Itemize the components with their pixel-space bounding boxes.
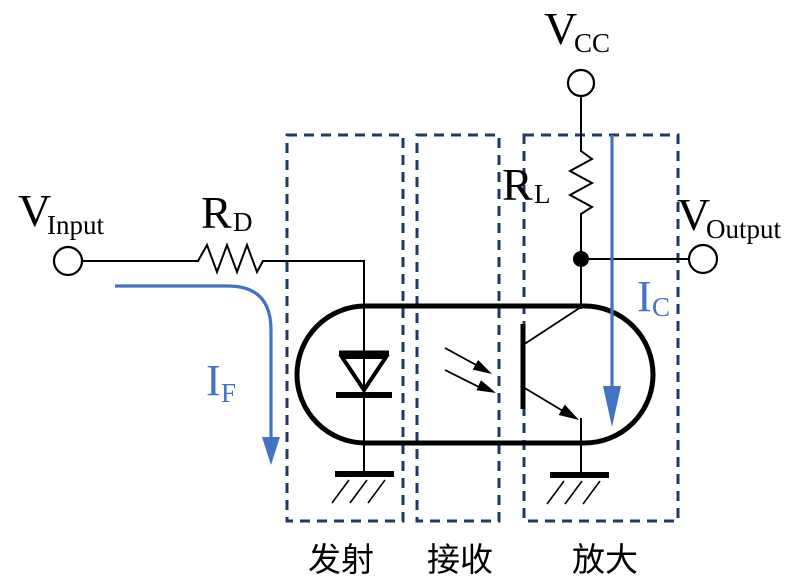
junction-dot	[573, 251, 589, 267]
rl-label: RL	[502, 159, 551, 210]
ic-current-label: IC	[637, 272, 670, 322]
light-arrow-2-shaft	[444, 369, 482, 389]
if-current-arrow-path	[115, 284, 273, 440]
output-terminal	[687, 243, 719, 275]
phototransistor-collector	[522, 306, 582, 346]
light-arrow-1-shaft	[444, 347, 479, 367]
ground-hatch	[582, 480, 601, 505]
phototransistor-emitter-arrow	[558, 404, 579, 420]
emit-stage-label: 发射	[308, 541, 374, 578]
if-current-label: IF	[206, 356, 236, 408]
ground-hatch	[564, 480, 583, 505]
ground-hatch	[367, 479, 386, 504]
v-output-label: VOutput	[677, 189, 782, 244]
emit-stage-box	[285, 133, 405, 523]
receive-stage-label: 接收	[427, 541, 493, 578]
input-terminal	[52, 245, 84, 277]
resistor-rd-symbol	[197, 242, 264, 275]
amplify-stage-label: 放大	[572, 541, 638, 578]
vcc-label: VCC	[544, 3, 610, 58]
light-arrow-1-head	[472, 360, 492, 374]
vcc-terminal	[566, 68, 596, 98]
ic-current-arrow-head	[603, 386, 621, 427]
rd-label: RD	[201, 187, 253, 238]
ground-hatch	[349, 479, 368, 504]
light-arrow-2-head	[476, 380, 496, 393]
phototransistor-emitter	[522, 386, 564, 412]
input-ground-symbol	[331, 471, 394, 504]
optocoupler-package-outline	[294, 303, 656, 446]
resistor-rl-symbol	[567, 150, 595, 215]
led-anode-wire	[262, 260, 365, 472]
led-triangle	[338, 355, 390, 394]
output-ground-symbol	[546, 472, 609, 505]
if-current-arrow-head	[262, 437, 280, 465]
ground-hatch	[331, 479, 350, 504]
v-input-label: VInput	[18, 185, 104, 240]
receive-stage-box	[415, 133, 501, 523]
ground-hatch	[546, 480, 565, 505]
